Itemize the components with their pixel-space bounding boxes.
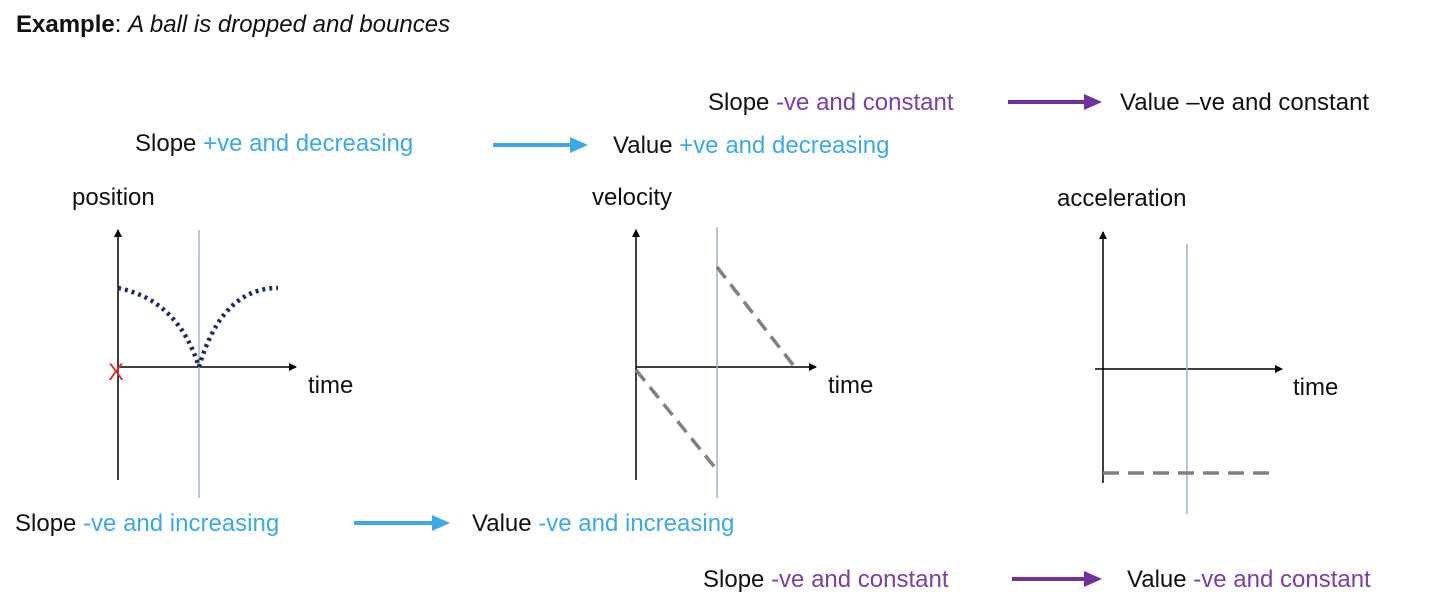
slope-desc: -ve and constant (776, 89, 954, 116)
acceleration-ylabel: acceleration (1057, 185, 1187, 212)
slope-desc: +ve and decreasing (203, 130, 414, 157)
bottom-purple-arrow (1012, 571, 1102, 587)
acceleration-graph (1095, 231, 1283, 514)
position-xlabel: time (308, 372, 354, 399)
slope-word: Slope (135, 130, 197, 157)
value-desc: –ve and constant (1186, 89, 1370, 116)
bottom-blue-value: Value -ve and increasing (472, 510, 734, 538)
bottom-purple-slope: Slope -ve and constant (703, 566, 949, 594)
bottom-purple-value: Value -ve and constant (1127, 566, 1371, 594)
velocity-graph (632, 227, 817, 498)
value-desc: -ve and constant (1193, 566, 1371, 593)
title-separator: : (114, 11, 129, 38)
top-blue-arrow (493, 137, 588, 153)
velocity-xlabel: time (828, 372, 874, 399)
position-marker-x: X (108, 359, 124, 386)
position-ylabel: position (72, 184, 155, 211)
value-word: Value (472, 510, 532, 537)
title-prefix: Example (16, 11, 115, 38)
position-curve-rise (196, 285, 279, 368)
position-curve-fall (117, 285, 202, 368)
slope-word: Slope (15, 510, 77, 537)
acceleration-xlabel: time (1293, 374, 1339, 401)
top-purple-arrow (1008, 94, 1102, 110)
bottom-blue-slope: Slope -ve and increasing (15, 510, 279, 538)
slope-desc: -ve and increasing (83, 510, 280, 537)
velocity-fall-line (634, 368, 719, 472)
value-word: Value (613, 132, 673, 159)
slope-word: Slope (708, 89, 770, 116)
top-purple-slope: Slope -ve and constant (708, 89, 954, 117)
bottom-blue-arrow (354, 515, 450, 531)
slope-word: Slope (703, 566, 765, 593)
value-word: Value (1120, 89, 1180, 116)
value-desc: -ve and increasing (538, 510, 735, 537)
value-desc: +ve and decreasing (679, 132, 890, 159)
value-word: Value (1127, 566, 1187, 593)
position-graph: X (108, 229, 297, 498)
top-blue-value: Value +ve and decreasing (613, 132, 889, 160)
top-blue-slope: Slope +ve and decreasing (135, 130, 413, 158)
top-purple-value: Value –ve and constant (1120, 89, 1369, 117)
title-text: A ball is dropped and bounces (128, 11, 451, 38)
slope-desc: -ve and constant (771, 566, 949, 593)
velocity-rise-line (715, 265, 799, 372)
velocity-ylabel: velocity (592, 184, 673, 211)
title: Example: A ball is dropped and bounces (16, 10, 450, 40)
